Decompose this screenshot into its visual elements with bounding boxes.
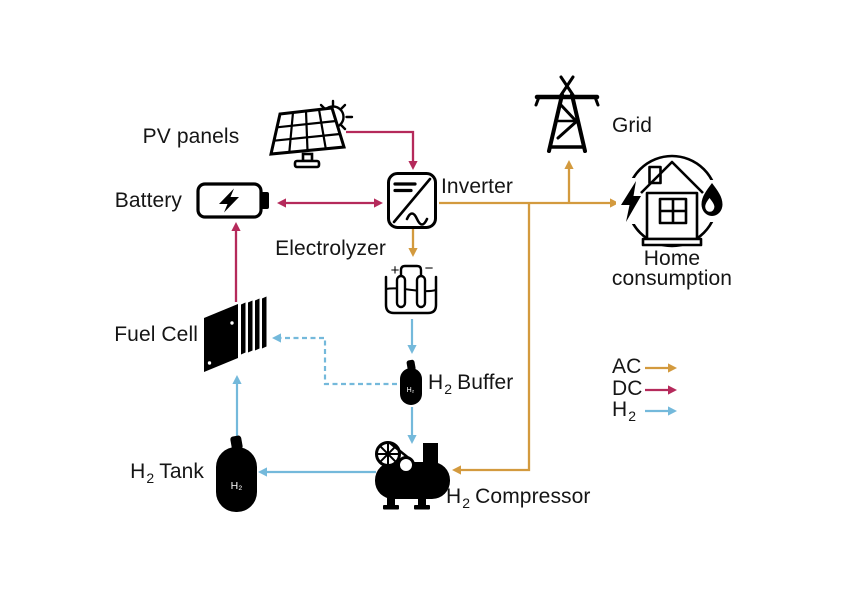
h2-compressor-icon (375, 441, 450, 510)
arrowhead (452, 465, 461, 475)
pulley (397, 456, 415, 474)
h2-buffer-icon: H₂ (400, 359, 422, 405)
legend-h2-label: H2 (612, 398, 637, 424)
arrowhead (407, 345, 417, 354)
pv-panels-label: PV panels (142, 125, 240, 148)
ac-flow-lines (411, 168, 669, 472)
dc-flow-arrowheads (231, 161, 677, 395)
fuel-cell-icon (204, 296, 267, 372)
plus-terminal: + (391, 262, 400, 279)
battery-icon (196, 182, 269, 219)
h2-buffer-label-on-icon: H₂ (407, 387, 415, 394)
inverter-icon (387, 172, 437, 229)
arrowhead (668, 406, 677, 416)
house (640, 160, 704, 247)
arrowhead (668, 385, 677, 395)
flow-pv-to-inverter (346, 130, 415, 162)
arrowhead (408, 161, 418, 170)
arrowhead (407, 435, 417, 444)
arrowhead (232, 375, 242, 384)
arrowhead (374, 198, 383, 208)
flow-buffer-to-fuelcell-dashed (280, 336, 397, 386)
battery-label: Battery (114, 189, 182, 212)
arrowhead (408, 248, 418, 257)
ac-flow-arrowheads (408, 160, 677, 475)
home-consumption-label: Home consumption (611, 247, 733, 290)
flow-to-compressor (460, 203, 531, 472)
electrolyzer-label: Electrolyzer (275, 237, 386, 260)
grid-label: Grid (612, 114, 653, 137)
fuel-cell-label: Fuel Cell (114, 323, 198, 346)
dc-flow-lines (234, 130, 669, 392)
bolt-icon (219, 188, 239, 213)
arrowhead (277, 198, 286, 208)
minus-terminal: − (425, 260, 434, 277)
legend-ac-label: AC (612, 355, 642, 378)
home-consumption-icon (616, 154, 726, 248)
legend-dc-label: DC (612, 377, 643, 400)
arrowhead (231, 222, 241, 231)
inverter-label: Inverter (441, 175, 513, 198)
pv-panels-icon (269, 99, 354, 169)
h2-tank-label-on-icon: H₂ (231, 480, 243, 492)
arrowhead (272, 333, 281, 343)
electrolyzer-icon: + − (384, 260, 438, 315)
arrowhead (668, 363, 677, 373)
h2-tank-icon: H₂ (216, 435, 257, 512)
h2-flow-arrowheads (232, 333, 677, 477)
h2-flow-lines (235, 319, 669, 474)
grid-icon (534, 75, 600, 153)
bolt-icon (621, 181, 641, 222)
arrowhead (610, 198, 619, 208)
arrowhead (564, 160, 574, 169)
arrowhead (258, 467, 267, 477)
solar-panel (269, 106, 346, 169)
